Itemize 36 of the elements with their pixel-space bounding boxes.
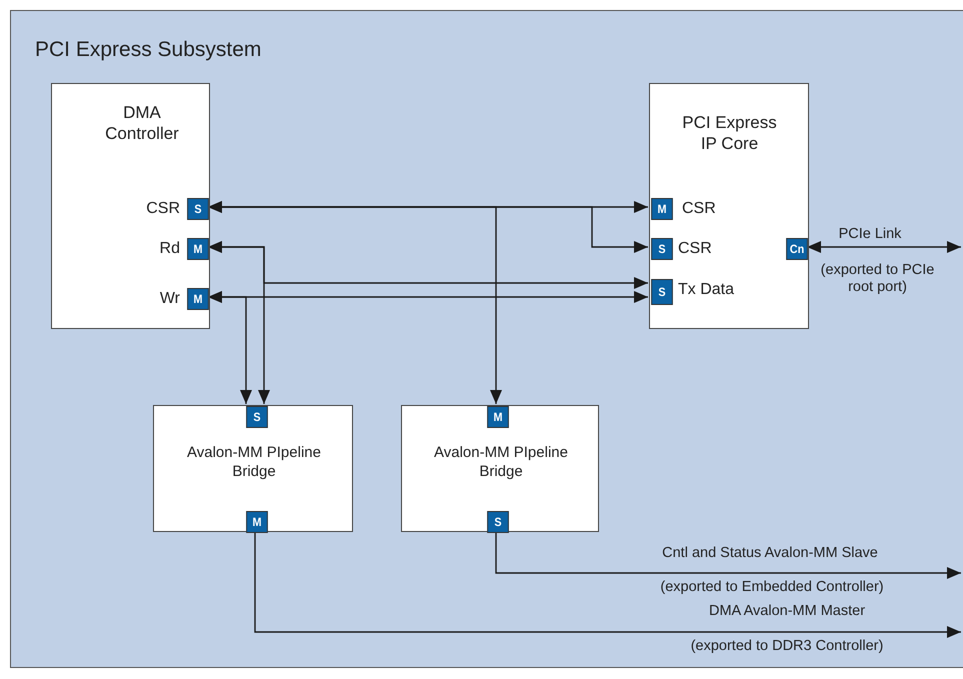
note-text: (exported to PCIe root port) (820, 262, 936, 297)
port-box: Cn (786, 238, 808, 260)
port-box: M (651, 198, 673, 220)
port-box: S (246, 406, 268, 428)
port-box: M (187, 288, 209, 310)
bridge-block (153, 405, 353, 532)
connector-arrow (208, 201, 502, 404)
panel-title: PCI Express Subsystem (35, 37, 262, 63)
block-title: PCI Express IP Core (681, 112, 778, 154)
connector-arrow (495, 531, 961, 579)
connector-arrow (254, 531, 961, 638)
controller-block (51, 83, 210, 329)
port-label: Wr (158, 289, 180, 309)
subsystem-panel (10, 10, 963, 668)
port-label: CSR (145, 199, 180, 219)
connector-arrow (807, 241, 961, 253)
note-text: (exported to DDR3 Controller) (690, 638, 884, 656)
port-box: M (187, 238, 209, 260)
port-label: Tx Data (678, 280, 736, 300)
port-label: CSR (682, 199, 717, 219)
core-block (649, 83, 809, 329)
port-label: CSR (678, 239, 713, 259)
port-box: M (246, 511, 268, 533)
port-box: S (651, 279, 673, 305)
port-box: S (187, 198, 209, 220)
note-text: (exported to Embedded Controller) (660, 579, 884, 596)
port-box: S (487, 511, 509, 533)
port-box: M (487, 406, 509, 428)
connector-arrow (208, 291, 252, 404)
port-label: Rd (158, 239, 180, 259)
bridge-block (401, 405, 599, 532)
block-title: DMA Controller (104, 102, 180, 144)
connector-arrow (208, 241, 270, 404)
block-title: Avalon-MM PIpeline Bridge (433, 444, 569, 482)
port-box: S (651, 238, 673, 260)
block-title: Avalon-MM PIpeline Bridge (186, 444, 322, 482)
